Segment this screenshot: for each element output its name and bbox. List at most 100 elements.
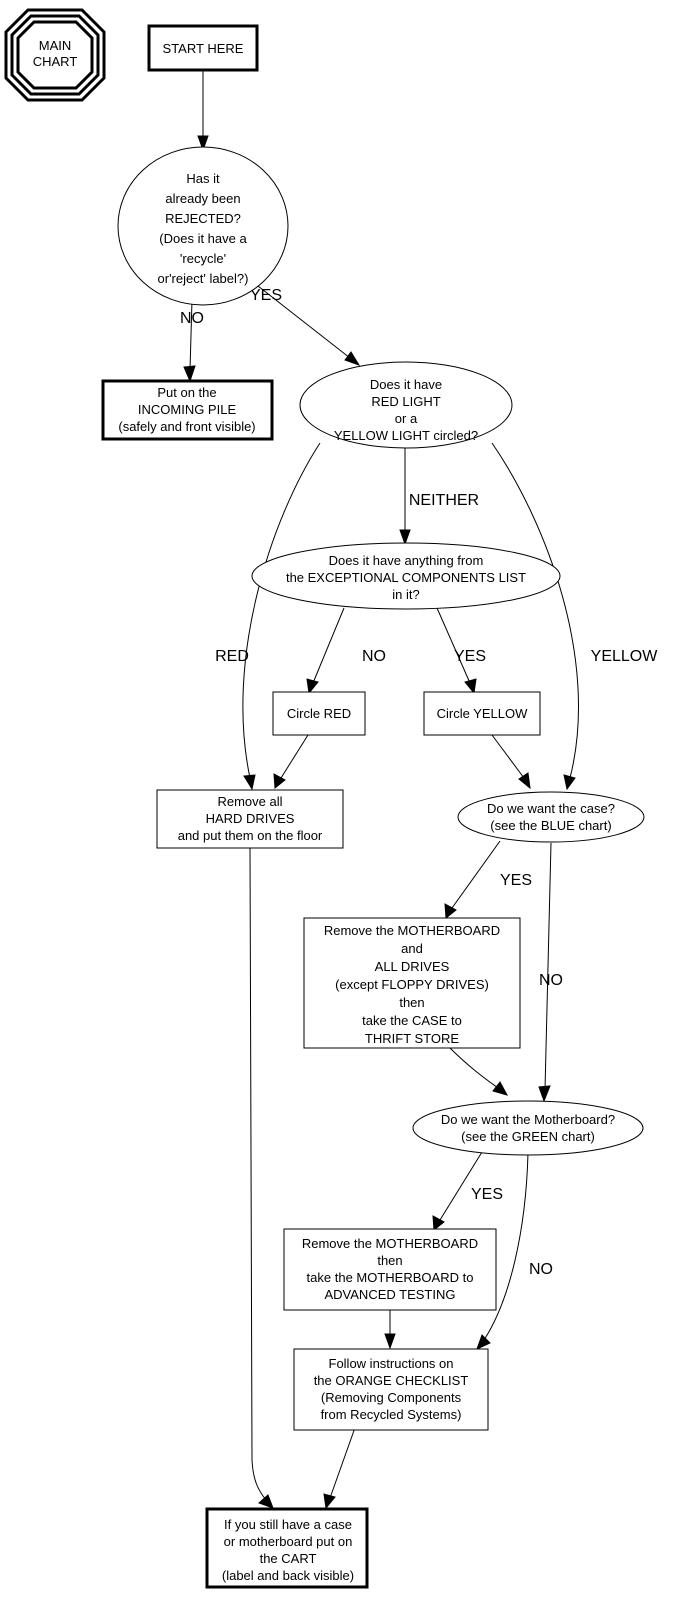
edge-label-mb-no: NO <box>529 1261 553 1278</box>
arrowhead <box>384 1333 396 1350</box>
edge-label-lights-red: RED <box>215 648 249 665</box>
cart-box[interactable] <box>205 1507 369 1589</box>
arrowhead <box>476 1334 491 1350</box>
harddrives-line-2: HARD DRIVES <box>206 811 295 826</box>
harddrives-line-1: Remove all <box>217 794 282 809</box>
mbdrives-line-4: (except FLOPPY DRIVES) <box>335 977 489 992</box>
arrowhead <box>538 1085 551 1103</box>
edge-wantmb-no: NO <box>476 1152 553 1350</box>
circle-red-box[interactable] <box>272 691 366 736</box>
edge-lights-red: RED <box>215 442 321 791</box>
edge-start-to-rejected <box>197 70 209 152</box>
remove-hard-drives-box[interactable] <box>156 789 344 849</box>
circle-red-label: Circle RED <box>287 706 351 721</box>
edge-circlered-to-harddrives <box>273 734 309 789</box>
node-orange-checklist[interactable]: Follow instructions on the ORANGE CHECKL… <box>293 1348 489 1431</box>
node-circle-red[interactable]: Circle RED <box>272 691 366 736</box>
edge-label-lights-yellow: YELLOW <box>591 648 659 665</box>
node-rejected-decision[interactable]: Has it already been REJECTED? (Does it h… <box>117 146 289 306</box>
edge-exceptional-no: NO <box>306 607 386 695</box>
rejected-line-5: 'recycle' <box>180 251 226 266</box>
octagon-inner <box>16 20 94 90</box>
edge-label-exceptional-no: NO <box>362 648 386 665</box>
checklist-line-4: from Recycled Systems) <box>321 1407 462 1422</box>
edge-rejected-no: NO <box>180 299 204 383</box>
lights-line-1: Does it have <box>370 377 442 392</box>
edge-label-case-no: NO <box>539 972 563 989</box>
node-cart[interactable]: If you still have a case or motherboard … <box>205 1507 369 1589</box>
edge-lights-neither: NEITHER <box>399 447 479 546</box>
wantcase-line-2: (see the BLUE chart) <box>490 818 611 833</box>
circle-yellow-box[interactable] <box>423 691 541 736</box>
node-exceptional-decision[interactable]: Does it have anything from the EXCEPTION… <box>251 542 561 610</box>
rejected-line-6: or'reject' label?) <box>158 271 249 286</box>
node-remove-mb-drives[interactable]: Remove the MOTHERBOARD and ALL DRIVES (e… <box>303 917 521 1049</box>
node-want-motherboard-decision[interactable]: Do we want the Motherboard? (see the GRE… <box>412 1100 644 1156</box>
mbdrives-line-1: Remove the MOTHERBOARD <box>324 923 500 938</box>
edge-wantmb-yes: YES <box>432 1151 503 1231</box>
cart-line-3: the CART <box>260 1551 317 1566</box>
legend-octagon: MAIN CHART <box>4 8 106 102</box>
rejected-line-4: (Does it have a <box>159 231 247 246</box>
edge-lights-yellow: YELLOW <box>491 442 659 791</box>
arrowhead <box>323 1493 336 1510</box>
legend-line-1: MAIN <box>39 38 72 53</box>
mbtesting-line-4: ADVANCED TESTING <box>325 1287 456 1302</box>
arrowhead <box>492 1081 509 1096</box>
mbtesting-line-2: then <box>377 1253 402 1268</box>
wantmb-line-1: Do we want the Motherboard? <box>441 1112 615 1127</box>
arrowhead <box>518 772 531 790</box>
incoming-pile-box[interactable] <box>101 379 274 441</box>
edge-exceptional-yes: YES <box>436 607 486 695</box>
incoming-line-1: Put on the <box>157 385 216 400</box>
exceptional-line-3: in it? <box>392 587 419 602</box>
remove-mb-testing-box[interactable] <box>283 1228 497 1311</box>
edge-rejected-yes: YES <box>250 285 361 366</box>
want-motherboard-ellipse[interactable] <box>412 1100 644 1156</box>
rejected-line-2: already been <box>165 191 240 206</box>
lights-line-4: YELLOW LIGHT circled? <box>334 428 478 443</box>
node-lights-decision[interactable]: Does it have RED LIGHT or a YELLOW LIGHT… <box>299 361 513 449</box>
mbdrives-line-7: THRIFT STORE <box>365 1031 459 1046</box>
edge-removembdrives-to-wantmb <box>449 1047 509 1096</box>
mbdrives-line-3: ALL DRIVES <box>375 959 450 974</box>
wantmb-line-2: (see the GREEN chart) <box>461 1129 595 1144</box>
edge-label-rejected-no: NO <box>180 310 204 327</box>
start-here-label: START HERE <box>163 41 244 56</box>
checklist-line-3: (Removing Components <box>321 1390 462 1405</box>
arrowhead <box>563 774 576 791</box>
node-circle-yellow[interactable]: Circle YELLOW <box>423 691 541 736</box>
lights-ellipse[interactable] <box>299 361 513 449</box>
want-case-ellipse[interactable] <box>457 791 645 843</box>
rejected-line-1: Has it <box>186 171 220 186</box>
rejected-circle[interactable] <box>117 146 289 306</box>
arrowhead <box>243 774 256 791</box>
edge-label-rejected-yes: YES <box>250 287 282 304</box>
node-incoming-pile[interactable]: Put on the INCOMING PILE (safely and fro… <box>101 379 274 441</box>
exceptional-line-2: the EXCEPTIONAL COMPONENTS LIST <box>286 570 526 585</box>
rejected-line-3: REJECTED? <box>165 211 241 226</box>
node-want-case-decision[interactable]: Do we want the case? (see the BLUE chart… <box>457 791 645 843</box>
wantcase-line-1: Do we want the case? <box>487 801 615 816</box>
cart-line-2: or motherboard put on <box>224 1534 353 1549</box>
exceptional-ellipse[interactable] <box>251 542 561 610</box>
edge-label-exceptional-yes: YES <box>454 648 486 665</box>
edge-wantcase-yes: YES <box>444 840 532 919</box>
arrowhead <box>306 678 319 695</box>
arrowhead <box>399 529 411 546</box>
arrowhead <box>344 351 361 366</box>
mbdrives-line-2: and <box>401 941 423 956</box>
arrowhead <box>197 135 209 152</box>
orange-checklist-box[interactable] <box>293 1348 489 1431</box>
edge-label-lights-neither: NEITHER <box>409 492 479 509</box>
arrowhead <box>444 903 457 919</box>
node-remove-mb-testing[interactable]: Remove the MOTHERBOARD then take the MOT… <box>283 1228 497 1311</box>
node-start-here[interactable]: START HERE <box>147 24 259 72</box>
start-here-box[interactable] <box>147 24 259 72</box>
node-remove-hard-drives[interactable]: Remove all HARD DRIVES and put them on t… <box>156 789 344 849</box>
mbtesting-line-1: Remove the MOTHERBOARD <box>302 1236 478 1251</box>
incoming-line-2: INCOMING PILE <box>138 402 237 417</box>
remove-mb-drives-box[interactable] <box>303 917 521 1049</box>
incoming-line-3: (safely and front visible) <box>118 419 255 434</box>
